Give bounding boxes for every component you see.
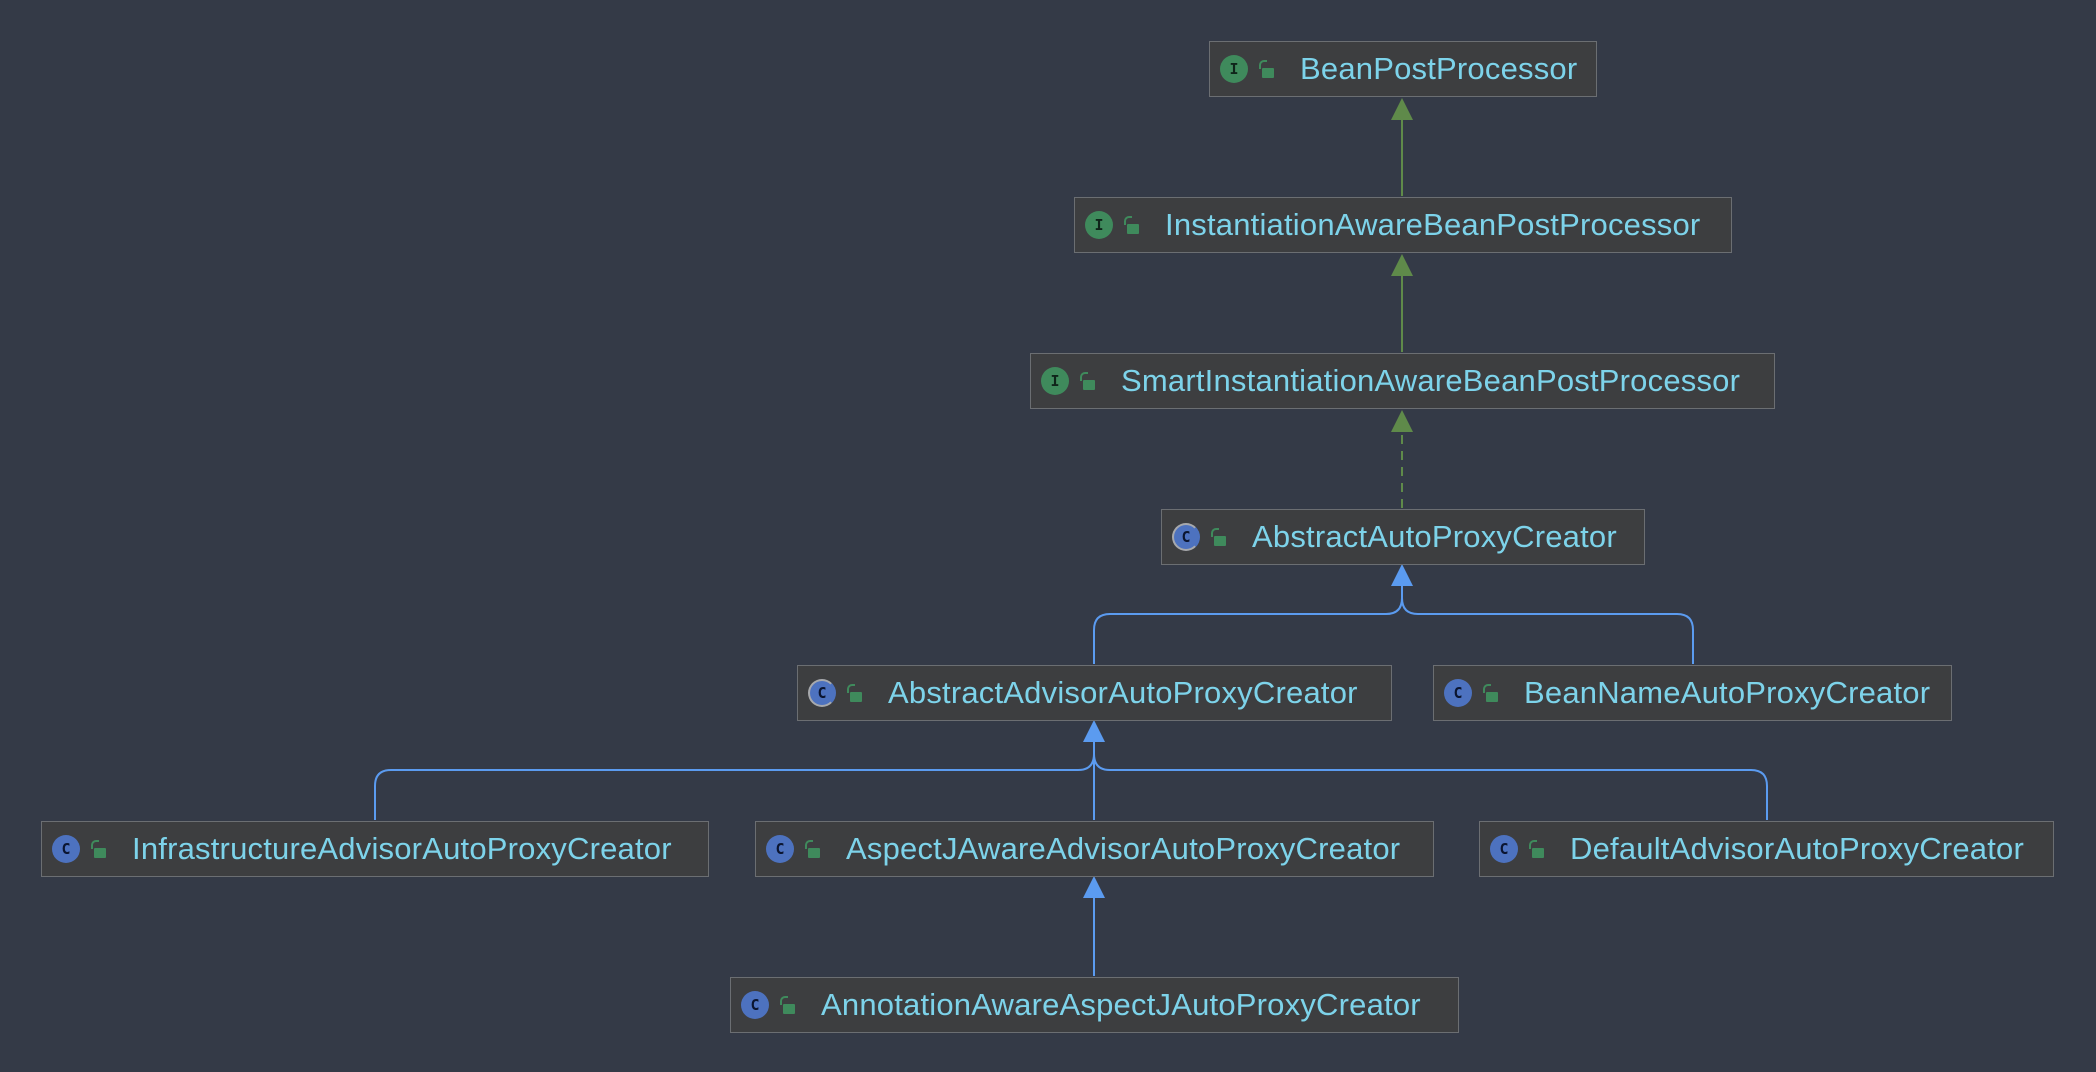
class-name: InfrastructureAdvisorAutoProxyCreator xyxy=(132,831,672,866)
node-beanpostprocessor[interactable]: I BeanPostProcessor xyxy=(1209,41,1597,97)
interface-badge-icon: I xyxy=(1085,211,1113,239)
class-badge-icon: C xyxy=(741,991,769,1019)
lock-open-icon xyxy=(88,839,108,859)
lock-open-icon xyxy=(1480,683,1500,703)
node-defaultadvisorautoproxycreator[interactable]: C DefaultAdvisorAutoProxyCreator xyxy=(1479,821,2054,877)
node-annotationawareaspectjautoproxycreator[interactable]: C AnnotationAwareAspectJAutoProxyCreator xyxy=(730,977,1459,1033)
lock-open-icon xyxy=(777,995,797,1015)
class-badge-icon: C xyxy=(1490,835,1518,863)
arrowhead-smartinstantiationaware xyxy=(1391,410,1413,432)
class-badge-icon: C xyxy=(766,835,794,863)
edge-abstractadvisor-to-abstractautoproxy xyxy=(1093,584,1403,664)
interface-badge-icon: I xyxy=(1220,55,1248,83)
node-infrastructureadvisorautoproxycreator[interactable]: C InfrastructureAdvisorAutoProxyCreator xyxy=(41,821,709,877)
node-instantiationawarebeanpostprocessor[interactable]: I InstantiationAwareBeanPostProcessor xyxy=(1074,197,1732,253)
lock-open-icon xyxy=(1121,215,1141,235)
arrowhead-beanpostprocessor xyxy=(1391,98,1413,120)
class-name: SmartInstantiationAwareBeanPostProcessor xyxy=(1121,363,1741,398)
arrowhead-abstractadvisorautoproxycreator xyxy=(1083,720,1105,742)
class-name: DefaultAdvisorAutoProxyCreator xyxy=(1570,831,2024,866)
class-name: AbstractAdvisorAutoProxyCreator xyxy=(888,675,1358,710)
node-abstractautoproxycreator[interactable]: C AbstractAutoProxyCreator xyxy=(1161,509,1645,565)
node-abstractadvisorautoproxycreator[interactable]: C AbstractAdvisorAutoProxyCreator xyxy=(797,665,1392,721)
abstract-class-badge-icon: C xyxy=(1172,523,1200,551)
edge-beanname-to-abstractautoproxy xyxy=(1401,584,1694,664)
class-name: AbstractAutoProxyCreator xyxy=(1252,519,1617,554)
class-name: AspectJAwareAdvisorAutoProxyCreator xyxy=(846,831,1401,866)
arrowhead-aspectjawareadvisorautoproxycreator xyxy=(1083,876,1105,898)
node-beannameautoproxycreator[interactable]: C BeanNameAutoProxyCreator xyxy=(1433,665,1952,721)
node-smartinstantiationawarebeanpostprocessor[interactable]: I SmartInstantiationAwareBeanPostProcess… xyxy=(1030,353,1775,409)
arrowhead-abstractautoproxycreator xyxy=(1391,564,1413,586)
arrowhead-instantiationaware xyxy=(1391,254,1413,276)
class-name: BeanNameAutoProxyCreator xyxy=(1524,675,1931,710)
class-name: AnnotationAwareAspectJAutoProxyCreator xyxy=(821,987,1421,1022)
class-badge-icon: C xyxy=(52,835,80,863)
lock-open-icon xyxy=(802,839,822,859)
lock-open-icon xyxy=(1208,527,1228,547)
class-badge-icon: C xyxy=(1444,679,1472,707)
edge-defaultadvisor-to-abstractadvisor xyxy=(1093,740,1768,820)
node-aspectjawareadvisorautoproxycreator[interactable]: C AspectJAwareAdvisorAutoProxyCreator xyxy=(755,821,1434,877)
abstract-class-badge-icon: C xyxy=(808,679,836,707)
interface-badge-icon: I xyxy=(1041,367,1069,395)
class-name: BeanPostProcessor xyxy=(1300,51,1578,86)
lock-open-icon xyxy=(1256,59,1276,79)
edge-infrastructure-to-abstractadvisor xyxy=(374,740,1095,820)
lock-open-icon xyxy=(1077,371,1097,391)
lock-open-icon xyxy=(1526,839,1546,859)
class-name: InstantiationAwareBeanPostProcessor xyxy=(1165,207,1701,242)
lock-open-icon xyxy=(844,683,864,703)
